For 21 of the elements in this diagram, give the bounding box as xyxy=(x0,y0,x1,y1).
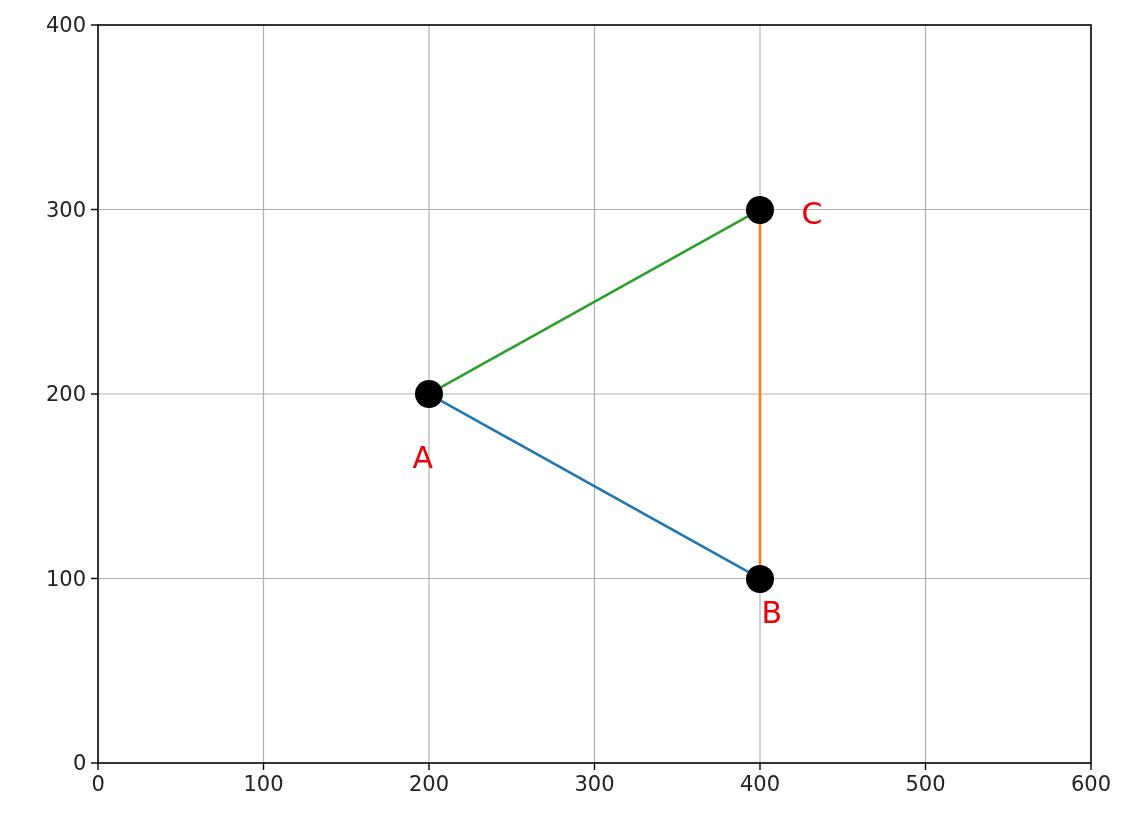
tick-label: 400 xyxy=(740,773,781,795)
vertex-label: C xyxy=(801,198,823,229)
connector-line xyxy=(440,399,749,573)
vertex-dot xyxy=(415,380,443,408)
connector-line xyxy=(758,223,762,565)
tick-label: 100 xyxy=(46,567,87,590)
tick-label: 500 xyxy=(905,773,946,795)
connector-line xyxy=(440,215,749,389)
tick-label: 300 xyxy=(574,773,615,795)
tick-label: 200 xyxy=(46,383,87,405)
tick-label: 400 xyxy=(46,14,87,36)
tick-label: 600 xyxy=(1071,773,1112,795)
tick-label: 0 xyxy=(73,752,87,774)
vertex-label: A xyxy=(412,443,434,473)
vertex-dot xyxy=(746,195,774,224)
tick-label: 100 xyxy=(243,773,284,795)
vertex-label: B xyxy=(761,597,783,628)
tick-label: 300 xyxy=(46,198,87,221)
tick-label: 200 xyxy=(409,773,450,795)
tick-label: 0 xyxy=(91,773,105,795)
vertex-dot xyxy=(746,564,774,593)
